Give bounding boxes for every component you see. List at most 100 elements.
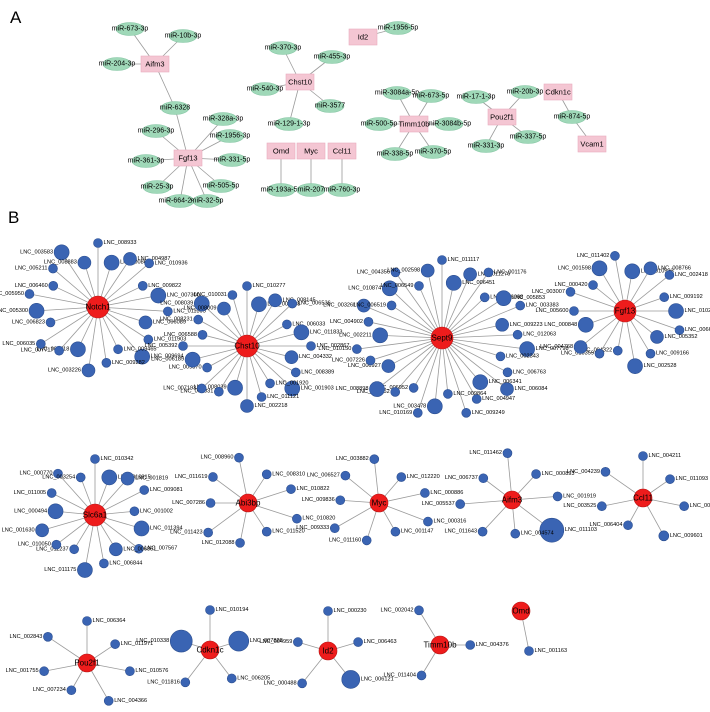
lncrna-label: LNC_000420 [555,282,588,288]
lncrna-node [101,469,118,486]
lncrna-node [228,630,250,652]
lncrna-label: LNC_010169 [379,410,412,416]
lncrna-node [138,315,153,330]
lncrna-label: LNC_011395 [173,308,206,314]
gene-node [296,142,326,160]
lncrna-label: LNC_011423 [170,530,203,536]
lncrna-node [674,325,685,335]
lncrna-node [591,260,608,277]
lncrna-label: LNC_007193 [163,385,196,391]
lncrna-label: LNC_010342 [101,456,134,462]
lncrna-label: LNC_009166 [656,351,689,357]
lncrna-label: LNC_001819 [135,476,168,482]
edge [441,305,521,339]
lncrna-node [335,495,346,506]
lncrna-node [495,317,509,332]
mirna-node [471,139,501,153]
lncrna-label: LNC_006084 [514,386,547,392]
lncrna-label: LNC_002418 [675,272,708,278]
hub-gene-node [633,488,653,508]
gene-node [543,83,573,101]
hub-gene-label: Timm10b [423,641,457,650]
lncrna-label: LNC_008960 [201,455,234,461]
lncrna-node [268,293,282,308]
lncrna-label: LNC_006519 [353,302,386,308]
lncrna-label: LNC_004356 [357,269,390,275]
lncrna-node [227,379,243,396]
hub-gene-node [200,640,220,660]
lncrna-label: LNC_009333 [296,525,329,531]
lncrna-node [169,629,193,653]
lncrna-label: LNC_004902 [330,319,363,325]
lncrna-node [197,330,208,340]
lncrna-node [659,292,670,303]
edge [441,334,518,339]
mirna-label: miR-3577 [315,103,345,110]
mirna-label: miR-370-3p [265,45,302,52]
lncrna-label: LNC_008009 [183,306,216,312]
lncrna-node [461,408,472,418]
mirna-node [215,129,245,143]
panel-label-b: B [8,208,20,227]
lncrna-label: LNC_003525 [563,503,596,509]
lncrna-label: LNC_011103 [565,527,597,533]
lncrna-node [610,251,620,261]
lncrna-node [665,474,675,484]
lncrna-label: LNC_001176 [494,269,527,275]
lncrna-label: LNC_005300 [0,308,28,314]
lncrna-node [465,640,476,650]
lncrna-label: LNC_005537 [422,501,455,507]
lncrna-label: LNC_000316 [433,519,466,525]
lncrna-node [113,344,123,355]
lncrna-node [46,488,57,498]
edge [174,107,189,159]
gene-node [266,142,296,160]
lncrna-node [445,275,462,291]
lncrna-node [552,491,563,502]
lncrna-label: LNC_010933 [641,268,674,274]
lncrna-node [265,378,275,389]
lncrna-node [193,314,204,325]
lncrna-label: LNC_011643 [445,529,478,535]
lncrna-node [287,298,298,309]
lncrna-label: LNC_009282 [112,360,145,366]
gene-label: Fgf13 [178,154,197,163]
lncrna-node [240,399,254,413]
lncrna-node [180,677,191,688]
lncrna-label: LNC_007717 [21,348,54,354]
lncrna-label: LNC_003261 [323,303,356,309]
edge [441,274,471,339]
lncrna-node [109,542,123,557]
node-layer: miR-673-3pmiR-10b-3pmiR-204-3pmiR-6328mi… [0,21,710,706]
lncrna-node [202,362,212,373]
lncrna-node [129,506,140,517]
lncrna-node [340,470,351,481]
lncrna-node [196,383,207,394]
lncrna-node [463,267,477,282]
lncrna-node [414,605,424,616]
lncrna-node [297,678,307,689]
edge [363,305,443,339]
mirna-label: miR-455-3p [314,54,351,61]
lncrna-label: LNC_004376 [476,642,509,648]
hub-gene-node [369,493,389,513]
lncrna-label: LNC_006737 [445,475,478,481]
lncrna-label: LNC_006205 [237,675,270,681]
hub-gene-label: Omd [512,607,529,616]
lncrna-node [205,605,215,615]
mirna-label: miR-500-5p [361,121,398,128]
lncrna-label: LNC_006844 [109,560,142,566]
hub-gene-node [502,490,522,510]
lncrna-node [329,523,340,534]
lncrna-node [284,380,301,397]
lncrna-node [381,280,398,297]
lncrna-node [290,367,301,378]
mirna-node [317,50,347,64]
lncrna-node [495,290,512,306]
lncrna-label: LNC_004332 [299,354,332,360]
mirna-label: miR-1956-5p [378,25,419,32]
edge [441,297,504,339]
lncrna-label: LNC_006527 [307,473,340,479]
lncrna-node [624,263,641,280]
lncrna-label: LNC_006536 [298,301,331,307]
